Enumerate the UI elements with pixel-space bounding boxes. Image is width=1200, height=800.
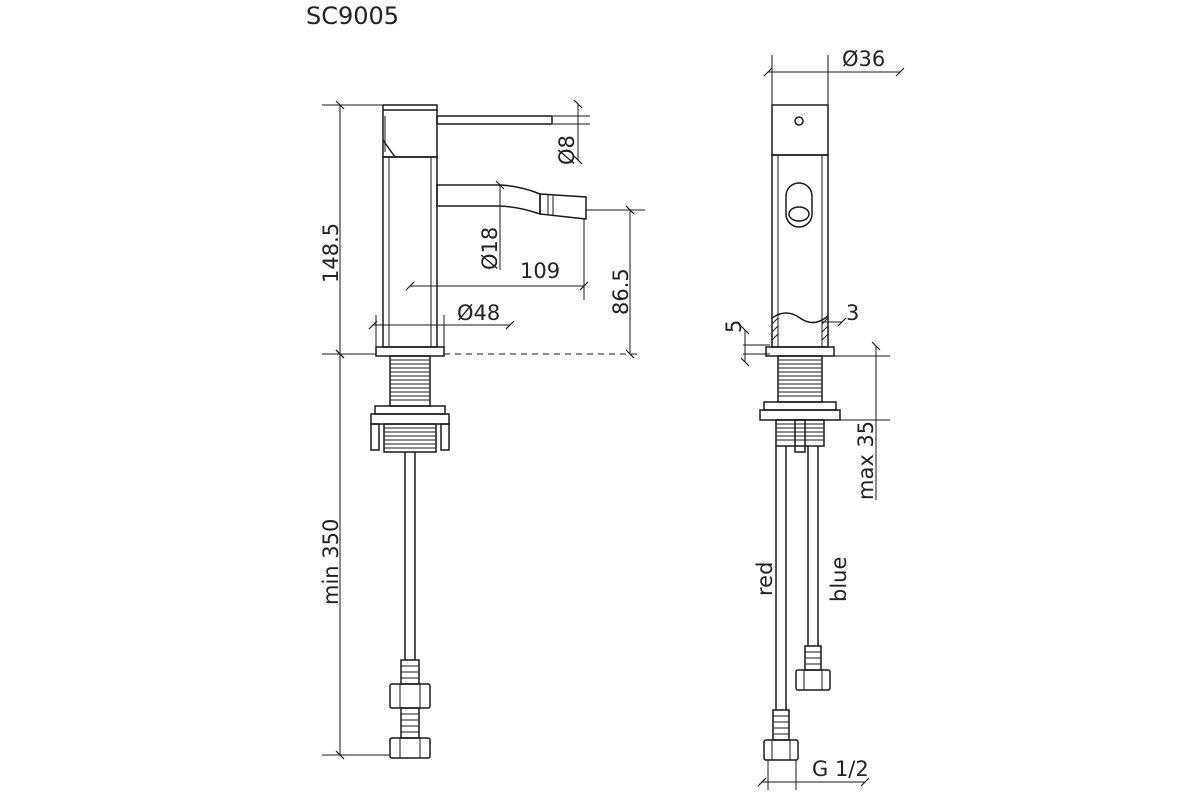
dim-lever-diameter: Ø8 <box>552 99 590 165</box>
dim-top-diameter-label: Ø36 <box>842 47 885 71</box>
dim-connection-label: G 1/2 <box>812 757 869 781</box>
side-body <box>765 104 835 357</box>
bidet-spout <box>436 184 587 220</box>
dim-spout-reach-label: 109 <box>520 259 560 283</box>
dim-hose-length: min 350 <box>319 349 390 760</box>
dim-spout-diameter: Ø18 <box>478 180 505 270</box>
dim-body-diameter: Ø48 <box>368 301 515 347</box>
front-view: 148.5 min 350 86.5 109 Ø48 <box>319 99 645 760</box>
flexible-hose <box>389 452 431 759</box>
dim-spout-height: 86.5 <box>586 205 645 359</box>
side-hoses <box>763 446 831 761</box>
faucet-body <box>375 156 445 357</box>
dim-deck-thickness-label: max 35 <box>854 421 878 500</box>
hose-label-red: red <box>753 562 777 596</box>
lever-handle <box>382 104 553 158</box>
lever-hole <box>794 116 804 126</box>
dim-spout-height-label: 86.5 <box>609 268 633 315</box>
dim-wall-left-label: 5 <box>722 320 746 333</box>
dim-deck-thickness: max 35 <box>834 341 890 500</box>
dim-wall-right-label: 3 <box>846 301 859 325</box>
dim-wall-right: 3 <box>822 301 859 327</box>
side-shank <box>759 355 841 453</box>
dim-spout-reach: 109 <box>405 219 589 300</box>
hose-label-blue: blue <box>827 557 851 602</box>
threaded-shank <box>370 355 450 453</box>
dim-body-diameter-label: Ø48 <box>457 301 500 325</box>
dim-total-height-label: 148.5 <box>319 223 343 283</box>
dim-top-diameter: Ø36 <box>763 47 905 105</box>
side-view: red blue Ø36 5 3 max 35 <box>722 47 905 790</box>
spout-outlet <box>785 182 813 228</box>
dim-connection: G 1/2 <box>757 757 870 790</box>
dim-wall-left: 5 <box>722 320 770 367</box>
model-title: SC9005 <box>306 2 399 30</box>
dim-spout-diameter-label: Ø18 <box>478 227 502 270</box>
dim-total-height: 148.5 <box>319 100 383 359</box>
dim-lever-diameter-label: Ø8 <box>555 135 579 165</box>
dim-hose-length-label: min 350 <box>319 519 343 605</box>
